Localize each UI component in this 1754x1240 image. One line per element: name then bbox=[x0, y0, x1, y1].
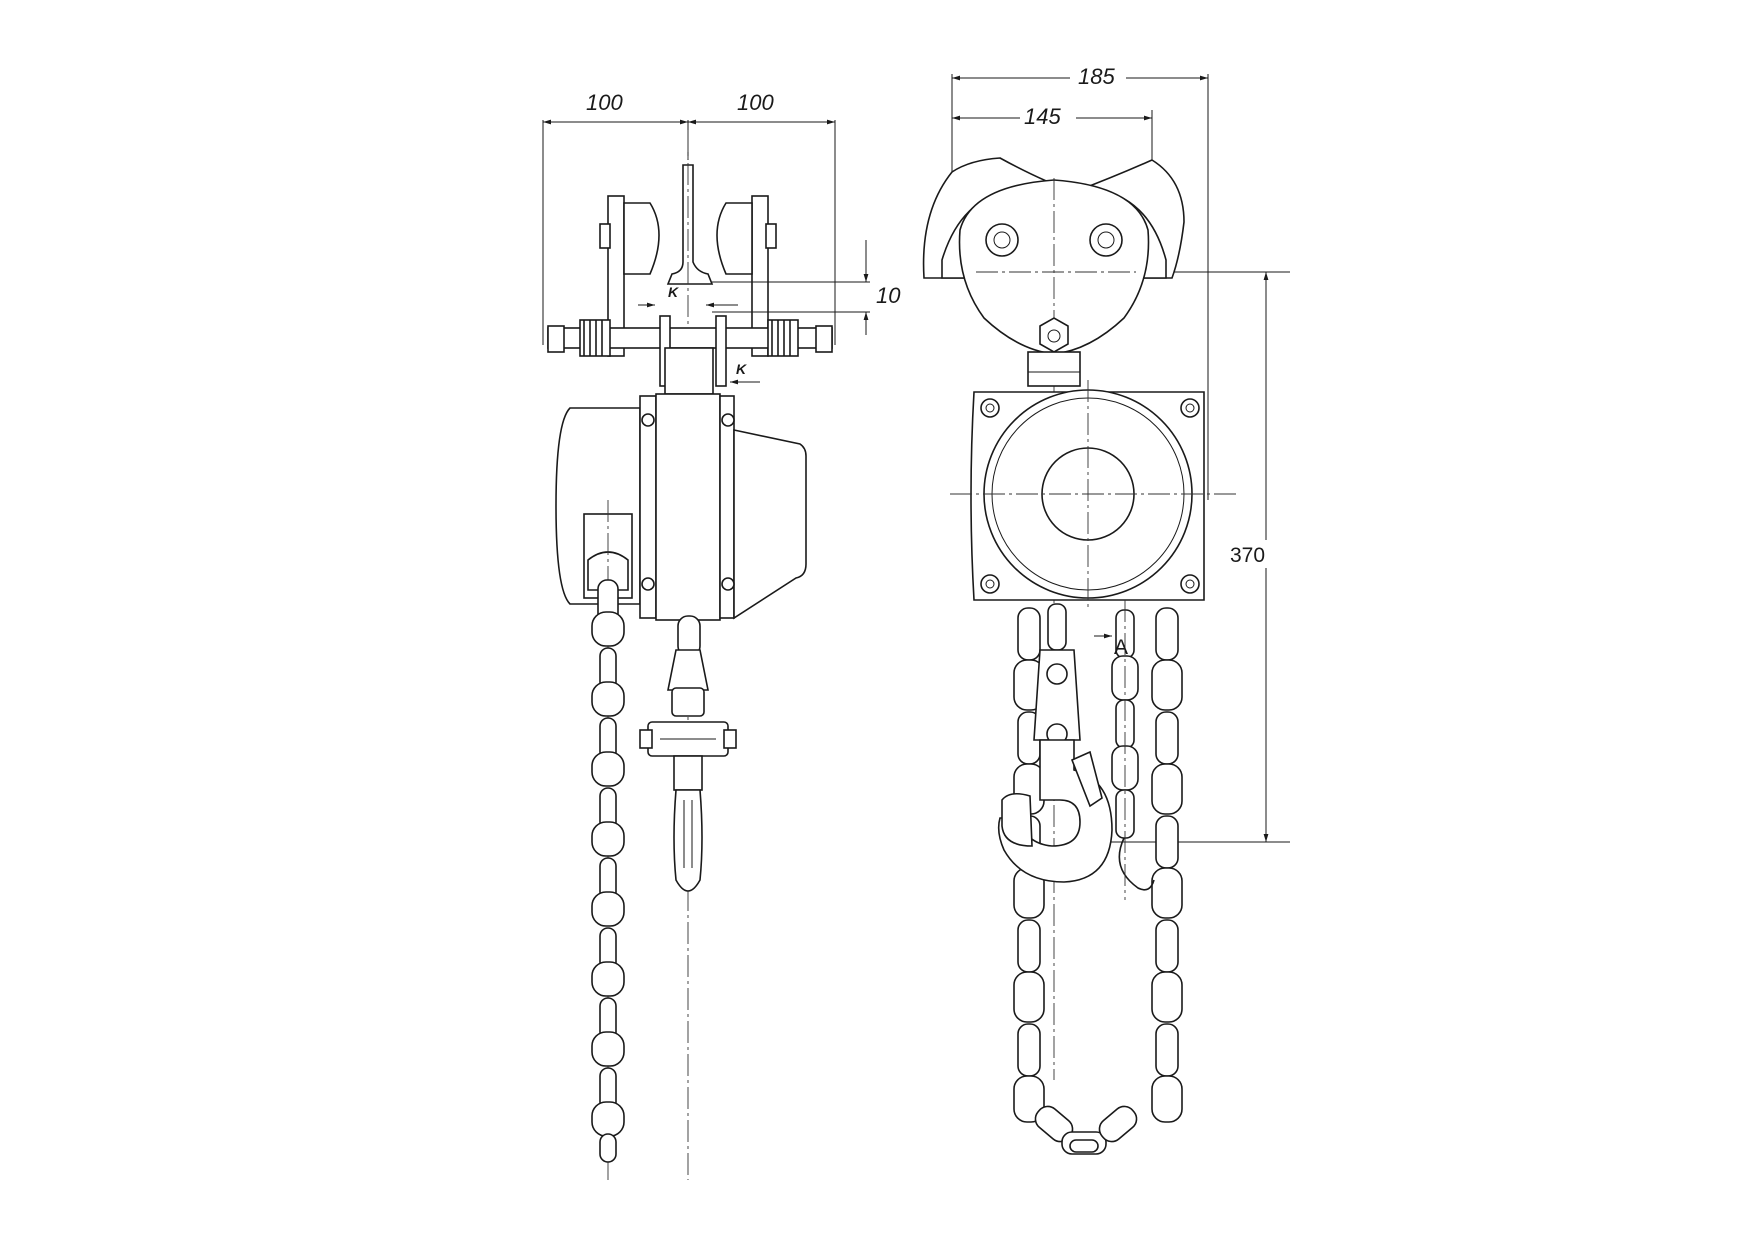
dimension-clearance: 10 bbox=[712, 240, 901, 335]
dim-10: 10 bbox=[876, 283, 901, 308]
dim-100-right: 100 bbox=[737, 90, 774, 115]
hook-block-side bbox=[639, 615, 737, 892]
trolley-wheel-right bbox=[716, 195, 777, 357]
trolley-wheel-left bbox=[599, 195, 660, 357]
dimension-right-width: 185 145 bbox=[951, 62, 1209, 500]
dim-145: 145 bbox=[1024, 104, 1061, 129]
suspension-bar bbox=[664, 347, 714, 395]
i-beam bbox=[666, 130, 714, 1180]
load-chain-front: A bbox=[1094, 600, 1155, 900]
dimension-left-width: 100 100 bbox=[542, 90, 836, 345]
hand-chain-side bbox=[591, 579, 625, 1163]
dim-100-left: 100 bbox=[586, 90, 623, 115]
hoist-body-side bbox=[555, 393, 807, 1180]
dim-370: 370 bbox=[1230, 544, 1265, 567]
gap-k-top: K bbox=[668, 284, 679, 300]
hook-block-front bbox=[997, 603, 1113, 883]
dimension-k-top: K bbox=[638, 284, 738, 308]
hoist-housing-front bbox=[950, 380, 1236, 610]
side-view: 100 100 bbox=[542, 90, 901, 1180]
section-label-a: A bbox=[1114, 636, 1128, 659]
hand-chain-front bbox=[1013, 607, 1183, 1155]
trolley-frame-front bbox=[922, 157, 1185, 1080]
gap-k-bottom: K bbox=[736, 361, 747, 377]
front-view: 185 145 370 bbox=[922, 62, 1290, 1155]
dimension-height: 370 bbox=[1080, 271, 1290, 843]
dim-185: 185 bbox=[1078, 64, 1115, 89]
